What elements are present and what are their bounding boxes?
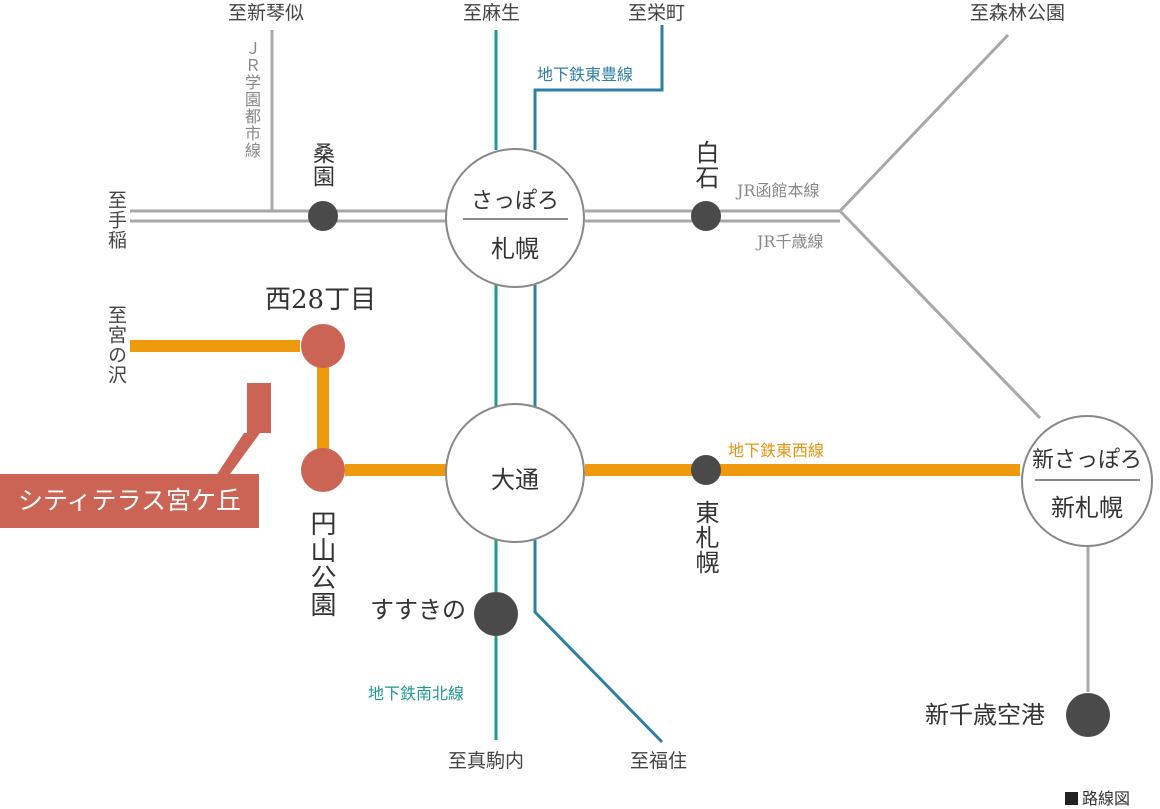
direction-asabu: 至麻生 — [463, 2, 521, 24]
legend-label: 路線図 — [1081, 789, 1130, 808]
direction-makomanai: 至真駒内 — [448, 750, 525, 772]
jr-lines — [130, 30, 1090, 692]
maruyama-label: 円山公園 — [306, 510, 336, 618]
direction-shinkotoni: 至新琴似 — [228, 2, 305, 24]
property-marker — [210, 383, 271, 485]
jr-hakodate-label: JR函館本線 — [737, 181, 820, 200]
maruyama-station-dot[interactable] — [301, 448, 345, 492]
direction-shinrinkoen: 至森林公園 — [970, 2, 1066, 24]
jr-chitose-label: JR千歳線 — [757, 232, 824, 251]
direction-fukuzumi: 至福住 — [630, 750, 688, 772]
toho-line-label: 地下鉄東豊線 — [537, 65, 634, 84]
legend: 路線図 — [1064, 785, 1130, 809]
higashi-sapporo-station-dot[interactable] — [691, 455, 721, 485]
shin-sapporo-hub[interactable] — [1021, 415, 1153, 547]
legend-square-icon — [1064, 792, 1078, 805]
new-chitose-station-dot[interactable] — [1066, 693, 1110, 737]
nishi28-station-dot[interactable] — [301, 324, 345, 368]
shin-sapporo-kana-label: 新さっぽろ — [1031, 448, 1142, 473]
odori-label: 大通 — [491, 466, 539, 494]
susukino-label: すすきの — [370, 596, 466, 624]
sapporo-kana-label: さっぽろ — [470, 189, 559, 214]
odori-hub[interactable] — [445, 403, 585, 543]
direction-sakaemachi: 至栄町 — [628, 2, 686, 24]
shiroishi-label: 白石 — [691, 140, 719, 190]
sapporo-hub[interactable] — [445, 148, 585, 288]
new-chitose-label: 新千歳空港 — [925, 701, 1045, 729]
direction-miyanosawa: 至宮の沢 — [105, 305, 127, 385]
soen-station-dot[interactable] — [308, 201, 338, 231]
higashi-sapporo-label: 東札幌 — [691, 500, 719, 575]
susukino-station-dot[interactable] — [474, 592, 518, 636]
nishi28-label: 西28丁目 — [265, 285, 377, 315]
tozai-line — [130, 340, 1020, 476]
nanboku-line-label: 地下鉄南北線 — [368, 684, 465, 703]
shin-sapporo-label: 新札幌 — [1051, 494, 1123, 522]
direction-teine: 至手稲 — [105, 190, 127, 250]
tozai-line-label: 地下鉄東西線 — [728, 441, 825, 460]
sapporo-label: 札幌 — [491, 235, 539, 263]
shiroishi-station-dot[interactable] — [691, 201, 721, 231]
property-name-badge[interactable]: シティテラス宮ケ丘 — [0, 474, 259, 528]
soen-label: 桑園 — [309, 142, 334, 188]
toho-line — [533, 25, 664, 744]
jr-gakuen-toshi-label: ＪＲ学園都市線 — [242, 40, 261, 159]
